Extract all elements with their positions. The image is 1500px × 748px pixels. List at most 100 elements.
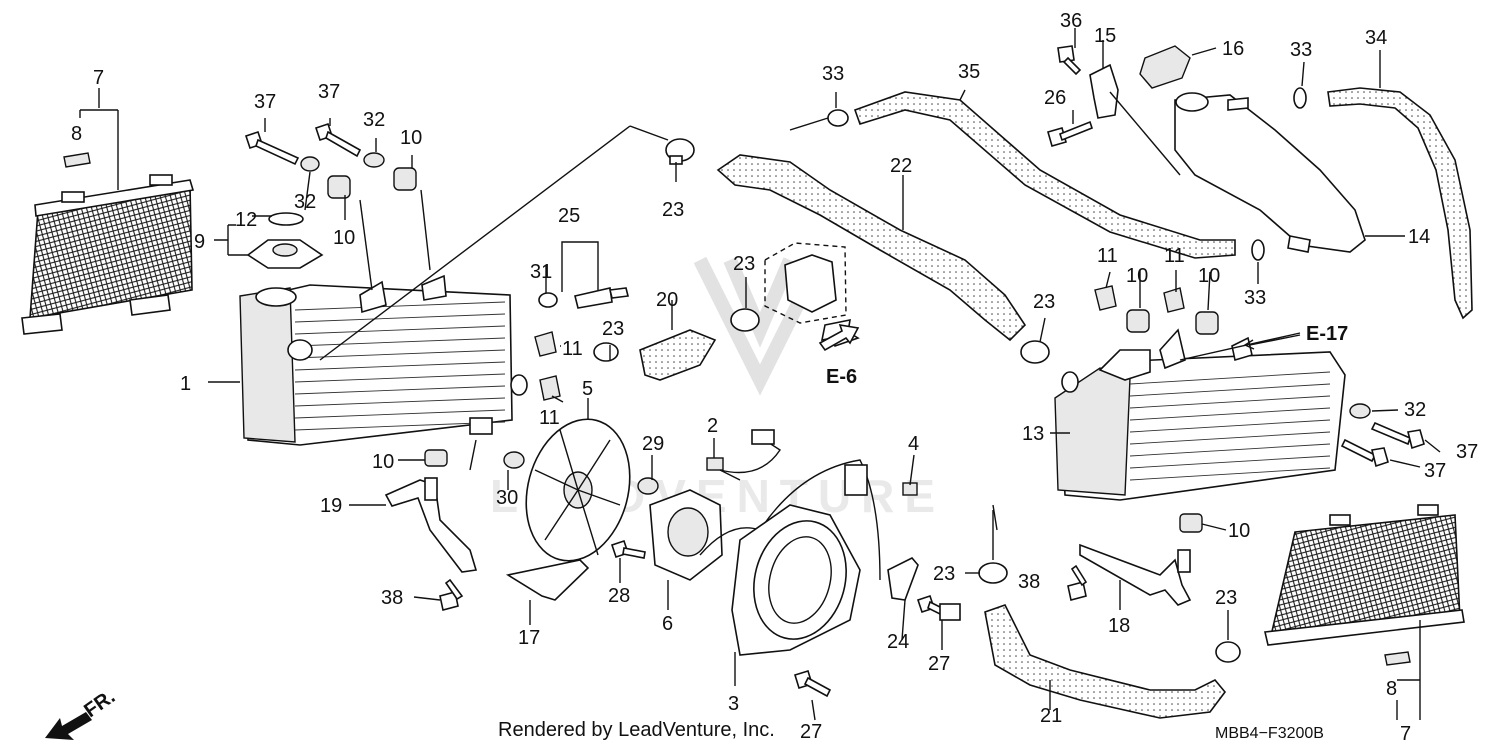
part-label-23-d: 23 <box>1033 291 1055 313</box>
part-labels: 1 2 3 4 5 6 7 8 9 10 10 10 11 11 12 13 1… <box>71 10 1478 745</box>
part-label-18: 18 <box>1108 615 1130 637</box>
bracket-18-pin <box>1177 549 1191 573</box>
hose-clamp-23-top <box>665 138 695 165</box>
seal-ring <box>268 212 304 226</box>
part-label-23-a: 23 <box>662 199 684 221</box>
part-label-10-e: 10 <box>1198 265 1220 287</box>
part-label-33-a: 33 <box>822 63 844 85</box>
part-label-38-a: 38 <box>381 587 403 609</box>
part-label-6: 6 <box>662 613 673 635</box>
radiator-cap <box>246 239 324 269</box>
part-label-37-a: 37 <box>254 91 276 113</box>
part-label-21: 21 <box>1040 705 1062 727</box>
part-label-23-e: 23 <box>933 563 955 585</box>
arrow-e17-head <box>1243 339 1255 350</box>
part-label-16: 16 <box>1222 38 1244 60</box>
bolt-27-a <box>916 594 961 621</box>
wire-connector <box>751 429 775 445</box>
part-label-19: 19 <box>320 495 342 517</box>
bolt-37-left-b <box>314 122 362 158</box>
arrow-e17-line <box>1249 334 1301 346</box>
fan-shroud <box>731 504 861 656</box>
hose-22 <box>716 154 1027 342</box>
part-label-17: 17 <box>518 627 540 649</box>
hose-clamp-23-right <box>1020 340 1050 364</box>
part-label-27-b: 27 <box>800 721 822 743</box>
part-label-9: 9 <box>194 231 205 253</box>
front-arrow-icon <box>45 712 92 740</box>
part-label-3: 3 <box>728 693 739 715</box>
washer-32-c <box>1349 403 1371 419</box>
part-label-31: 31 <box>530 261 552 283</box>
part-label-10-a: 10 <box>333 227 355 249</box>
part-label-33-c: 33 <box>1244 287 1266 309</box>
washer-32-a <box>300 156 320 172</box>
bolt-36 <box>1057 45 1082 76</box>
bolt-28 <box>610 539 646 559</box>
reserve-tank <box>1174 92 1366 253</box>
left-radiator-grille <box>21 174 195 335</box>
part-label-11-a: 11 <box>562 338 583 360</box>
part-label-27-a: 27 <box>928 653 950 675</box>
hose-21 <box>984 604 1227 719</box>
part-label-34: 34 <box>1365 27 1387 49</box>
collar-11-d <box>1163 287 1185 313</box>
grille-clip-right <box>1384 651 1411 666</box>
o-ring-31 <box>538 292 558 308</box>
bolt-37-right-a <box>1370 421 1425 450</box>
grommet-10-a <box>327 175 351 199</box>
footer-credit: Rendered by LeadVenture, Inc. <box>498 719 775 741</box>
grommet-10-f <box>1179 513 1203 533</box>
part-label-37-c: 37 <box>1456 441 1478 463</box>
part-label-11-c: 11 <box>1097 245 1118 267</box>
fan-motor <box>649 489 723 581</box>
part-label-7-left: 7 <box>93 67 104 89</box>
bolt-27-b <box>794 670 832 698</box>
arrow-33 <box>789 117 829 131</box>
hose-35 <box>853 91 1236 259</box>
hose-20 <box>639 329 717 381</box>
part-label-23-b: 23 <box>602 318 624 340</box>
part-label-32-b: 32 <box>363 109 385 131</box>
part-label-10-d: 10 <box>1126 265 1148 287</box>
ref-label-e6: E-6 <box>826 366 857 388</box>
part-label-35: 35 <box>958 61 980 83</box>
part-label-28: 28 <box>608 585 630 607</box>
part-label-11-d: 11 <box>1164 245 1185 267</box>
part-label-10-f: 10 <box>1228 520 1250 542</box>
part-label-2: 2 <box>707 415 718 437</box>
nut-29 <box>637 477 659 495</box>
arrow-e6 <box>818 323 860 352</box>
bolt-38-left <box>439 578 464 611</box>
right-radiator <box>1054 328 1346 501</box>
part-label-32-a: 32 <box>294 191 316 213</box>
cooling-fan <box>525 418 631 562</box>
part-label-8-right: 8 <box>1386 678 1397 700</box>
part-label-36: 36 <box>1060 10 1082 32</box>
hose-34 <box>1327 87 1473 320</box>
bolt-37-left-a <box>244 130 300 166</box>
part-label-5: 5 <box>582 378 593 400</box>
part-label-1: 1 <box>180 373 191 395</box>
fan-wire-2 <box>719 436 781 474</box>
right-radiator-grille <box>1264 504 1465 646</box>
clip-2 <box>706 457 724 471</box>
part-label-25: 25 <box>558 205 580 227</box>
part-label-12: 12 <box>235 209 257 231</box>
diagram-code: MBB4−F3200B <box>1215 725 1324 742</box>
arrow-wire <box>469 439 477 471</box>
washer-32-b <box>363 152 385 168</box>
collar-11-a <box>534 331 557 357</box>
left-radiator <box>239 274 528 446</box>
part-label-33-b: 33 <box>1290 39 1312 61</box>
hose-clamp-23-mid <box>593 342 619 362</box>
part-label-32-c: 32 <box>1404 399 1426 421</box>
part-label-38-b: 38 <box>1018 571 1040 593</box>
leader-lines <box>79 28 1441 721</box>
part-label-20: 20 <box>656 289 678 311</box>
part-label-24: 24 <box>887 631 909 653</box>
clip-33-tank <box>1251 239 1265 261</box>
part-label-26: 26 <box>1044 87 1066 109</box>
ref-label-e17: E-17 <box>1306 323 1348 345</box>
bracket-19-pin <box>424 477 438 501</box>
